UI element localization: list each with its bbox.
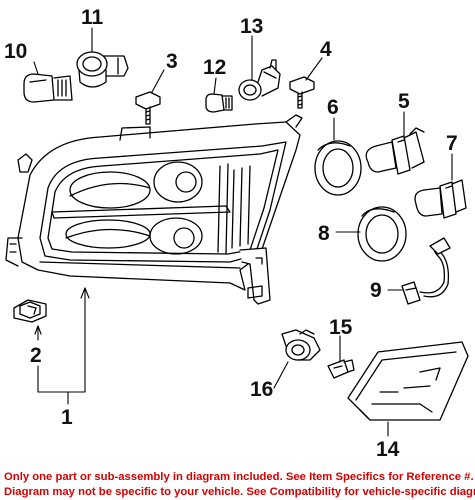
callout-6: 6 bbox=[327, 96, 339, 119]
callout-4: 4 bbox=[320, 38, 332, 61]
bolt-4 bbox=[289, 76, 315, 109]
callout-10: 10 bbox=[4, 40, 27, 63]
disclaimer-footer: Only one part or sub-assembly in diagram… bbox=[0, 468, 475, 500]
side-marker-bulb-15 bbox=[327, 359, 355, 379]
callout-labels: 1 2 3 4 5 6 7 8 9 10 11 12 13 14 15 16 bbox=[4, 6, 458, 461]
callout-11: 11 bbox=[81, 6, 104, 29]
bulb-socket-13 bbox=[238, 59, 281, 101]
side-marker-socket-16 bbox=[281, 329, 321, 361]
leader-lines bbox=[33, 27, 453, 437]
clip-nut bbox=[13, 299, 47, 323]
callout-12: 12 bbox=[203, 56, 226, 79]
headlamp-assembly bbox=[5, 114, 303, 305]
callout-1: 1 bbox=[61, 406, 73, 429]
bolt-3 bbox=[135, 91, 161, 125]
callout-16: 16 bbox=[250, 378, 273, 401]
callout-15: 15 bbox=[329, 316, 353, 339]
callout-14: 14 bbox=[376, 438, 400, 461]
disclaimer-line-2: Diagram may not be specific to your vehi… bbox=[4, 486, 475, 498]
headlight-bulb-7 bbox=[414, 179, 467, 219]
callout-5: 5 bbox=[398, 90, 410, 113]
callout-2: 2 bbox=[30, 344, 42, 367]
small-bulb-12 bbox=[205, 93, 233, 113]
callout-13: 13 bbox=[240, 15, 263, 38]
seal-ring-8 bbox=[357, 206, 407, 262]
callout-3: 3 bbox=[166, 50, 178, 73]
callout-7: 7 bbox=[446, 132, 458, 155]
disclaimer-line-1: Only one part or sub-assembly in diagram… bbox=[4, 471, 474, 483]
parts-diagram: 1 2 3 4 5 6 7 8 9 10 11 12 13 14 15 16 bbox=[4, 6, 469, 461]
seal-ring-6 bbox=[314, 140, 362, 196]
wire-harness-9 bbox=[401, 237, 451, 305]
callout-8: 8 bbox=[318, 222, 330, 245]
side-marker-lamp-14 bbox=[347, 341, 469, 421]
wedge-bulb-10 bbox=[23, 73, 73, 103]
headlight-bulb-5 bbox=[365, 127, 425, 175]
bulb-socket-11 bbox=[76, 51, 129, 88]
callout-9: 9 bbox=[370, 279, 382, 302]
